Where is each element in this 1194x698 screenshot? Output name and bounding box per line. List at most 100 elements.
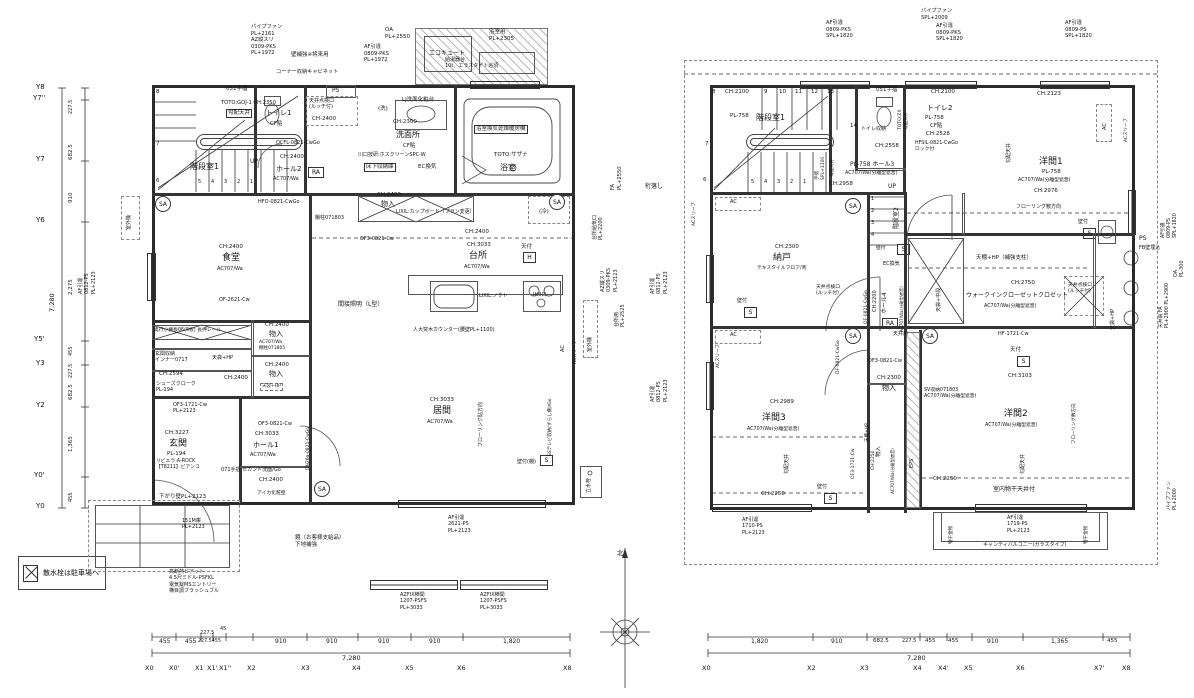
wall2-rect [309, 196, 312, 505]
thin-rect [152, 348, 252, 350]
sa-marker: SA [845, 198, 861, 214]
drawing-text: 納戸 [773, 253, 792, 263]
drawing-text: AC707/Wa(分離型遮音) [985, 423, 1038, 428]
drawing-text: 7 [156, 141, 160, 147]
drawing-text: 1,820 [751, 638, 769, 645]
drawing-text: 4 [764, 179, 768, 185]
drawing-text: AZ縦スリ 0309-PKS PL+2123 [600, 268, 619, 292]
drawing-text: X1'' [219, 664, 232, 672]
drawing-text: 玄関 [169, 439, 188, 449]
drawing-text: 455 [159, 638, 171, 645]
drawing-text: DF-0821-CwGo [836, 340, 841, 374]
drawing-text: X1' [207, 664, 218, 672]
drawing-text: 物干金物 [949, 526, 954, 544]
drawing-text: LIXIL:カップボード（プラン変更） [396, 209, 475, 215]
rail-rect [746, 134, 834, 150]
drawing-text: 壁補強※将来用 [291, 52, 329, 58]
thin-rect [867, 383, 907, 385]
s-marker: S [744, 307, 757, 318]
drawing-text: ACスリーブ [716, 344, 721, 368]
thin-rect [251, 320, 254, 398]
drawing-text: 910 [68, 192, 74, 204]
drawing-text: SV収納071803 AC707/Wa(分離型遮音) [924, 388, 977, 399]
drawing-text: 1 [250, 179, 254, 185]
drawing-text: AF引違 1710-PS PL+2123 [742, 517, 765, 536]
drawing-text: 682.5 [68, 384, 74, 400]
drawing-text: 壁付 [737, 298, 748, 304]
drawing-text: 勾配天井 [784, 453, 790, 474]
drawing-text: 910 [987, 638, 999, 645]
drawing-text: X2 [807, 664, 816, 672]
wall2-rect [239, 396, 242, 505]
wall2-rect [304, 85, 307, 195]
drawing-text: HFSIL-0821-CwGo ロック付 [915, 141, 958, 152]
drawing-text: OF3-1721-Cw PL+2123 [173, 402, 207, 415]
drawing-text: 階段室1 [190, 162, 220, 171]
thin-rect [240, 466, 309, 468]
drawing-text: PL-758 [730, 113, 749, 119]
drawing-text: トイレ収納 [861, 126, 887, 132]
drawing-text: 天井点検口 (ルッチ付) [816, 285, 840, 296]
drawing-text: 室内物干天井付 [993, 486, 1036, 493]
drawing-text: 3 [871, 220, 875, 226]
drawing-text: X8 [1122, 664, 1131, 672]
drawing-text: 天棚+HP（補強支柱） [976, 255, 1033, 261]
drawing-text: FB壁埋込 [1139, 245, 1161, 251]
drawing-text: AF引違 0809-PKS SPL+1820 [826, 20, 853, 39]
drawing-text: AF引違 0812-PS PL+2123 [650, 271, 669, 294]
drawing-text: HFO-0821-CwGo [258, 199, 300, 205]
drawing-text: CF貼 [270, 121, 283, 127]
drawing-text: EPS [909, 458, 915, 468]
thin-rect [908, 238, 964, 324]
drawing-text: 910 [429, 638, 441, 645]
wall2-rect [152, 396, 312, 399]
drawing-text: 4 [211, 179, 215, 185]
drawing-text: 14 [850, 123, 857, 129]
wall2-rect [710, 192, 907, 195]
thin-rect [1098, 220, 1116, 244]
drawing-text: 勾配天井 [1006, 142, 1012, 163]
drawing-text: 45 [220, 626, 227, 632]
drawing-text: CH:2400 [219, 244, 243, 250]
drawing-text: 9 [764, 89, 768, 95]
thin-rect [358, 196, 474, 222]
drawing-text: AF引違 0809-PS SPL+1820 [1161, 213, 1178, 238]
drawing-text: 台所用 PL+2525 [614, 304, 627, 327]
drawing-text: 洋間1 [1039, 157, 1063, 167]
drawing-text: 台所給気口 PL+2200 [592, 214, 605, 240]
drawing-text: 10 [779, 89, 786, 95]
drawing-text: 給湯器台 10t、エラスタイト必須 [445, 57, 499, 70]
drawing-text: 勾配天井 [226, 109, 253, 118]
thin-rect [395, 100, 447, 130]
windowV-rect [706, 255, 714, 303]
drawing-text: CH:3033 [430, 397, 454, 403]
drawing-text: 2 [790, 179, 794, 185]
thin-rect [95, 505, 230, 568]
thin-rect [152, 370, 252, 372]
windowV-rect [706, 362, 714, 410]
wall2-rect [152, 193, 575, 196]
drawing-text: X3 [860, 664, 869, 672]
wall2-rect [867, 193, 870, 513]
drawing-text: 床下収納庫 [364, 163, 396, 172]
drawing-text: X4 [352, 664, 361, 672]
drawing-text: AC707/Wa [464, 264, 490, 270]
drawing-text: 階段室1 [756, 113, 786, 122]
fixture-circle [612, 619, 638, 645]
drawing-text: AC [560, 345, 566, 352]
drawing-text: CH:2250 [761, 491, 785, 497]
drawing-text: 455 [68, 492, 74, 502]
drawing-text: 13 [827, 89, 834, 95]
drawing-text: CH:3033 [255, 431, 279, 437]
drawing-text: X7' [1094, 664, 1105, 672]
drawing-text: 壁付 [817, 484, 828, 490]
drawing-text: エコキュート [429, 50, 466, 57]
drawing-text: EC換気 [883, 261, 900, 267]
drawing-text: EC換気 [418, 164, 437, 170]
drawing-text: 勾配天井 [830, 159, 835, 177]
rail-rect [200, 138, 298, 146]
drawing-text: ACスリーブ [1124, 118, 1129, 142]
drawing-text: CH:2300 [877, 375, 901, 381]
drawing-text: (洗) [378, 106, 388, 112]
